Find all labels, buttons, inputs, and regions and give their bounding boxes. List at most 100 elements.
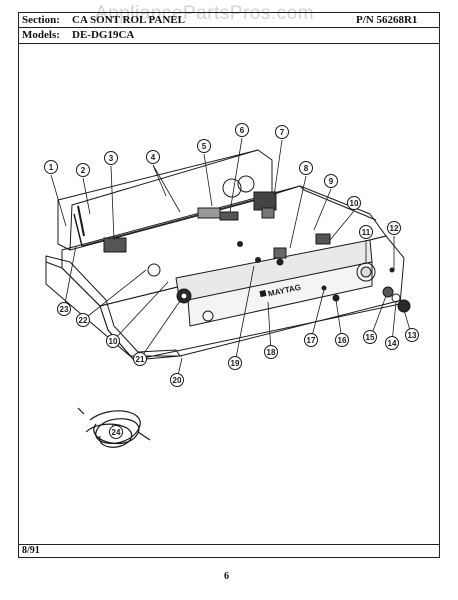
callout-label: 22 <box>79 316 88 325</box>
pushbutton-switch <box>315 233 331 245</box>
callout-20: 20 <box>170 373 184 387</box>
wire-harness <box>89 410 141 445</box>
callout-label: 2 <box>81 166 86 175</box>
spring-wire <box>219 211 239 221</box>
models-value: DE-DG19CA <box>72 29 135 41</box>
callout-22: 22 <box>76 313 90 327</box>
leader-21 <box>139 297 183 360</box>
callout-5: 5 <box>197 139 211 153</box>
callout-label: 19 <box>231 359 240 368</box>
callout-circle <box>109 425 123 439</box>
callout-10: 10 <box>106 334 120 348</box>
callout-label: 17 <box>307 336 316 345</box>
leader-7 <box>273 139 283 197</box>
leader-19 <box>234 265 255 364</box>
console-top-edge <box>299 185 377 221</box>
callout-label: 4 <box>151 153 156 162</box>
callout-label: 14 <box>388 339 397 348</box>
callout-circle <box>385 336 399 350</box>
callout-label: 10 <box>350 199 359 208</box>
timer-knob-center <box>180 292 188 300</box>
callout-circle <box>304 333 318 347</box>
rear-panel-inner-edge <box>69 149 259 251</box>
nameplate <box>187 261 373 327</box>
callout-10: 10 <box>347 196 361 210</box>
push-to-start-center <box>360 266 372 278</box>
callout-circle <box>146 150 160 164</box>
callout-circle <box>335 333 349 347</box>
callout-9: 9 <box>324 174 338 188</box>
callout-circle <box>405 328 419 342</box>
leader-6 <box>229 137 243 213</box>
leader-2 <box>82 177 91 215</box>
part-number: P/N 56268R1 <box>356 14 418 26</box>
harness-strap-2 <box>73 213 83 247</box>
callout-7: 7 <box>275 125 289 139</box>
wire-clip <box>255 257 261 263</box>
callout-circle <box>387 221 401 235</box>
callout-label: 12 <box>390 224 399 233</box>
callout-circle <box>44 160 58 174</box>
callout-circle <box>228 356 242 370</box>
timer-dial-1 <box>222 178 242 198</box>
callout-circle <box>133 352 147 366</box>
models-label: Models: <box>22 29 60 41</box>
callout-label: 7 <box>280 128 285 137</box>
leader-4 <box>152 164 181 213</box>
timer-dial-2 <box>237 175 255 193</box>
callout-15: 15 <box>363 330 377 344</box>
callout-18: 18 <box>264 345 278 359</box>
callout-label: 1 <box>49 163 54 172</box>
harness-leads <box>77 407 151 441</box>
knob-insert <box>382 286 394 298</box>
leader-10a <box>329 210 355 241</box>
timer-cam <box>261 207 275 219</box>
callout-4: 4 <box>146 150 160 164</box>
callout-label: 21 <box>136 355 145 364</box>
panel-screw <box>321 285 327 291</box>
leader-8 <box>289 175 307 249</box>
leader-9 <box>313 188 332 231</box>
terminal-block <box>103 237 127 253</box>
signal-hole <box>147 263 161 277</box>
callout-label: 10 <box>109 337 118 346</box>
callout-circle <box>57 302 71 316</box>
callout-11: 11 <box>359 225 373 239</box>
watermark: AppliancePartsPros.com <box>95 3 315 24</box>
callout-label: 3 <box>109 154 114 163</box>
callout-24: 24 <box>109 425 123 439</box>
panel-screw-2 <box>389 267 395 273</box>
callout-8: 8 <box>299 161 313 175</box>
callout-label: 24 <box>112 428 121 437</box>
callout-label: 6 <box>240 126 245 135</box>
callout-label: 9 <box>329 177 334 186</box>
page-frame <box>18 12 440 558</box>
callout-circle <box>347 196 361 210</box>
harness-strap <box>77 205 85 237</box>
callout-label: 18 <box>267 348 276 357</box>
timer-motor <box>253 191 277 211</box>
callout-circle <box>359 225 373 239</box>
models-divider <box>18 43 440 44</box>
leader-3 <box>110 165 115 241</box>
callout-label: 23 <box>60 305 69 314</box>
callout-circle <box>197 139 211 153</box>
leader-17 <box>310 289 325 341</box>
revision-date: 8/91 <box>22 545 40 556</box>
temperature-switch <box>273 247 287 259</box>
callout-17: 17 <box>304 333 318 347</box>
callout-label: 16 <box>338 336 347 345</box>
callout-3: 3 <box>104 151 118 165</box>
callout-circle <box>275 125 289 139</box>
leader-5 <box>203 153 213 207</box>
callout-circle <box>235 123 249 137</box>
callout-circle <box>76 163 90 177</box>
wire-clip-2 <box>237 241 243 247</box>
callout-14: 14 <box>385 336 399 350</box>
callout-circle <box>106 334 120 348</box>
page-number: 6 <box>224 571 229 582</box>
knob-skirt <box>391 293 401 303</box>
callout-circle <box>299 161 313 175</box>
callout-circle <box>324 174 338 188</box>
